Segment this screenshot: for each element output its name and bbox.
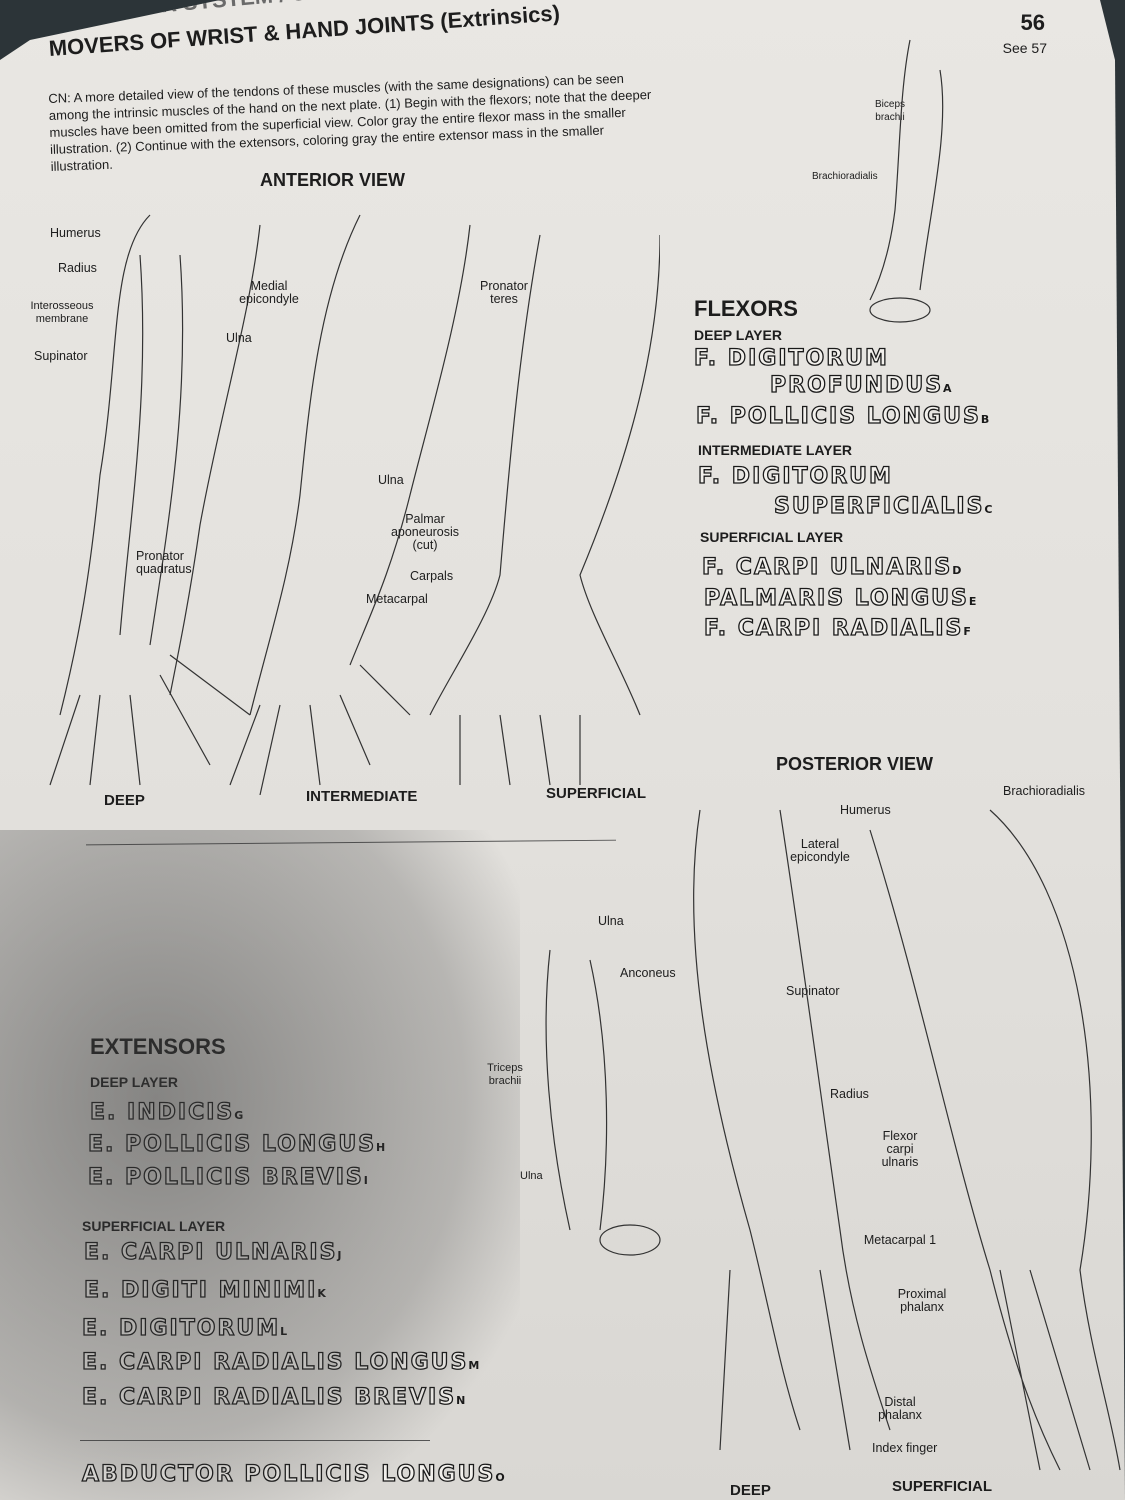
label-index-finger: Index finger	[872, 1441, 938, 1455]
label-pronator-teres: Pronator teres	[480, 279, 528, 306]
intermediate-forearm-drawing	[229, 214, 471, 795]
flexor-item-superficialis: SUPERFICIALISC	[773, 493, 993, 519]
caption-deep: DEEP	[104, 792, 145, 809]
coloring-instructions: CN: A more detailed view of the tendons …	[48, 70, 652, 174]
see-also: See 57	[1002, 40, 1047, 56]
label-ulna-2: Ulna	[378, 473, 404, 487]
extensor-item-indicis: E. INDICISG	[89, 1099, 244, 1125]
label-proximal-phalanx: Proximal phalanx	[897, 1287, 947, 1314]
flexor-item-profundus: PROFUNDUSA	[769, 372, 952, 398]
label-metacarpal-1: Metacarpal 1	[863, 1233, 937, 1247]
deep-forearm-drawing	[49, 214, 261, 786]
anterior-view-heading: ANTERIOR VIEW	[260, 170, 406, 190]
label-palmar-aponeurosis: Palmar aponeurosis (cut)	[390, 512, 460, 552]
flexor-item-pollicis-longus: F. POLLICIS LONGUSB	[695, 403, 990, 429]
extensor-item-digitorum: E. DIGITORUML	[81, 1315, 288, 1341]
extensor-item-carpi-radialis-longus: E. CARPI RADIALIS LONGUSM	[81, 1349, 480, 1375]
superficial-forearm-drawing	[429, 234, 660, 786]
posterior-forearm-illustrations	[545, 809, 1121, 1471]
label-brachioradialis: Brachioradialis	[812, 171, 878, 182]
label-medial-epicondyle: Medial epicondyle	[239, 279, 299, 306]
page-title: MOVERS OF WRIST & HAND JOINTS (Extrinsic…	[48, 0, 561, 61]
extensors-deep-layer: DEEP LAYER	[90, 1074, 178, 1090]
label-radius: Radius	[58, 261, 97, 275]
label-ulna-small: Ulna	[520, 1170, 543, 1182]
label-brachioradialis-posterior: Brachioradialis	[1003, 784, 1085, 798]
label-pronator-quadratus: Pronator quadratus	[136, 549, 192, 576]
label-interosseous-membrane: Interosseous membrane	[30, 300, 94, 325]
superficial-posterior-forearm-drawing	[869, 809, 1121, 1471]
label-ulna-posterior: Ulna	[598, 914, 624, 928]
label-flexor-carpi-ulnaris: Flexor carpi ulnaris	[881, 1129, 919, 1169]
flexor-item-digitorum-2: F. DIGITORUM	[697, 463, 893, 489]
label-humerus-posterior: Humerus	[840, 803, 891, 817]
label-anconeus: Anconeus	[620, 966, 676, 980]
small-extensor-arm-drawing	[545, 949, 661, 1256]
extensors-superficial-layer: SUPERFICIAL LAYER	[82, 1218, 226, 1234]
flexor-item-carpi-radialis: F. CARPI RADIALISF	[703, 615, 971, 641]
label-distal-phalanx: Distal phalanx	[878, 1395, 922, 1422]
label-supinator: Supinator	[34, 349, 88, 363]
caption-posterior-superficial: SUPERFICIAL	[892, 1478, 993, 1495]
extensor-divider	[80, 1440, 430, 1441]
label-supinator-posterior: Supinator	[786, 984, 840, 998]
label-carpals: Carpals	[410, 569, 454, 583]
extensors-heading: EXTENSORS	[90, 1034, 226, 1059]
extensor-item-digiti-minimi: E. DIGITI MINIMIK	[83, 1277, 326, 1303]
label-metacarpal: Metacarpal	[366, 592, 428, 606]
label-biceps-brachii: Biceps brachii	[874, 99, 905, 123]
extensor-item-abductor-pollicis-longus: ABDUCTOR POLLICIS LONGUSO	[81, 1461, 505, 1487]
small-flexor-arm-drawing	[869, 39, 944, 323]
posterior-view-heading: POSTERIOR VIEW	[776, 754, 934, 774]
caption-superficial: SUPERFICIAL	[546, 785, 647, 802]
deep-posterior-forearm-drawing	[693, 809, 891, 1451]
flexors-intermediate-layer: INTERMEDIATE LAYER	[698, 442, 853, 458]
caption-intermediate: INTERMEDIATE	[306, 788, 418, 805]
label-triceps-brachii: Triceps brachii	[487, 1062, 523, 1087]
flexor-item-digitorum: F. DIGITORUM	[693, 345, 889, 371]
flexors-deep-layer: DEEP LAYER	[694, 327, 782, 343]
label-ulna: Ulna	[226, 331, 252, 345]
caption-posterior-deep: DEEP	[730, 1482, 771, 1499]
flexor-item-palmaris-longus: PALMARIS LONGUSE	[703, 585, 977, 611]
label-humerus: Humerus	[50, 226, 101, 240]
extensor-item-carpi-radialis-brevis: E. CARPI RADIALIS BREVISN	[81, 1384, 466, 1410]
label-radius-posterior: Radius	[830, 1087, 869, 1101]
extensor-item-pollicis-brevis: E. POLLICIS BREVISI	[87, 1164, 368, 1190]
label-lateral-epicondyle: Lateral epicondyle	[790, 837, 850, 864]
extensor-item-carpi-ulnaris: E. CARPI ULNARISJ	[83, 1239, 342, 1265]
page-number: 56	[1020, 10, 1045, 35]
anterior-forearm-illustrations	[49, 214, 660, 795]
flexors-superficial-layer: SUPERFICIAL LAYER	[700, 529, 844, 545]
flexor-item-carpi-ulnaris: F. CARPI ULNARISD	[701, 554, 962, 580]
flexors-heading: FLEXORS	[694, 296, 798, 321]
extensor-item-pollicis-longus: E. POLLICIS LONGUSH	[87, 1131, 386, 1157]
